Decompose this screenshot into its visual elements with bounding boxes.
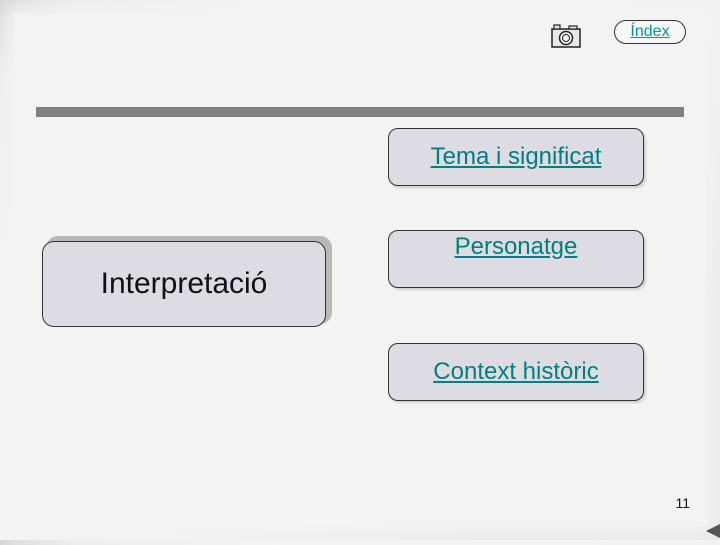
interpretation-label: Interpretació [100,267,268,300]
interpretation-box: Interpretació [42,241,326,327]
topic-link-context-historic[interactable]: Context històric [388,343,644,401]
topic-link-personatge[interactable]: Personatge [388,230,644,288]
triangle-left-icon[interactable] [704,522,720,540]
topic-label: Tema i significat [430,143,602,170]
page-number: 11 [675,495,690,511]
camera-icon[interactable] [551,24,581,48]
header-divider [36,107,684,117]
topic-link-tema-i-significat[interactable]: Tema i significat [388,128,644,186]
topic-label: Personatge [454,233,578,260]
topic-label: Context històric [433,358,599,385]
index-button[interactable]: Índex [614,20,686,44]
